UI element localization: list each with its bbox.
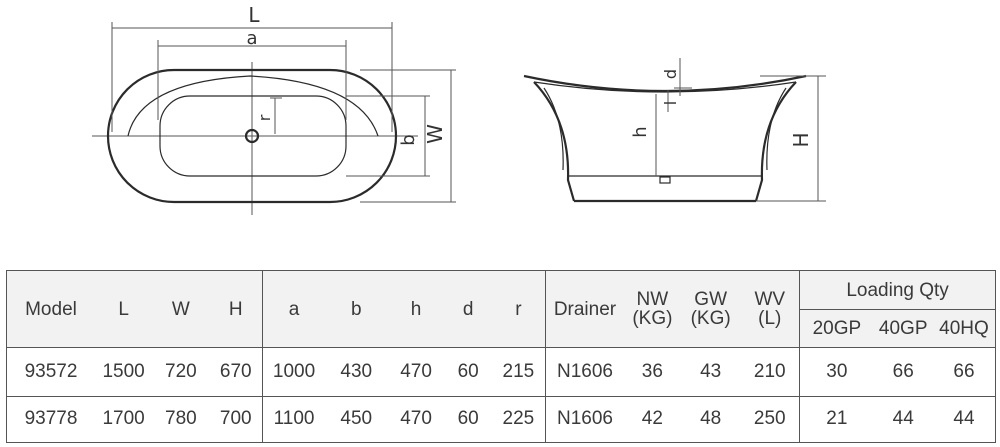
dim-label-d: d: [661, 69, 680, 79]
cell-r: 225: [491, 395, 546, 443]
dim-label-L: L: [248, 3, 260, 27]
table-row: 93778 1700 780 700 1100 450 470 60 225 N…: [6, 395, 996, 443]
header-wv-label: WV: [754, 289, 786, 311]
cell-H: 700: [209, 395, 263, 443]
dim-label-a: a: [246, 28, 257, 49]
header-nw: NW(KG): [623, 270, 681, 348]
cell-W: 780: [152, 395, 210, 443]
cell-L: 1700: [94, 395, 153, 443]
header-20gp: 20GP: [799, 309, 874, 348]
cell-wv: 210: [740, 347, 800, 397]
tub-inner-basin: [159, 95, 347, 177]
cell-40gp: 66: [873, 347, 933, 397]
cell-a: 1100: [262, 395, 326, 443]
header-wv-unit: (L): [758, 308, 782, 330]
drain-icon: [244, 128, 260, 144]
header-h: h: [387, 270, 445, 348]
dim-label-W: W: [423, 124, 447, 144]
cell-r: 215: [491, 347, 546, 397]
table-row: 93572 1500 720 670 1000 430 470 60 215 N…: [6, 347, 996, 397]
cell-drainer: N1606: [545, 347, 624, 397]
cell-a: 1000: [262, 347, 326, 397]
bathtub-technical-drawing: L a r b W: [92, 3, 826, 215]
tub-side-rim: [523, 74, 807, 93]
header-gw: GW(KG): [681, 270, 741, 348]
cell-gw: 48: [681, 395, 741, 443]
cell-h: 470: [387, 347, 445, 397]
header-gw-unit: (KG): [690, 308, 731, 330]
cell-20gp: 21: [799, 395, 874, 443]
table-subheader-row: 20GP 40GP 40HQ: [7, 309, 996, 348]
cell-W: 720: [152, 347, 210, 397]
cell-b: 430: [325, 347, 388, 397]
cell-40hq: 44: [932, 395, 996, 443]
dim-label-l: l: [661, 101, 680, 105]
header-H: H: [209, 270, 263, 348]
cell-model: 93572: [6, 347, 95, 397]
dim-label-H: H: [789, 132, 813, 147]
side-view: d l h H: [523, 58, 826, 203]
header-model: Model: [6, 270, 95, 348]
cell-L: 1500: [94, 347, 153, 397]
header-d: d: [444, 270, 492, 348]
cell-b: 450: [325, 395, 388, 443]
cell-drainer: N1606: [545, 395, 624, 443]
dim-label-h: h: [630, 126, 651, 137]
header-b: b: [325, 270, 388, 348]
cell-40gp: 44: [873, 395, 933, 443]
header-L: L: [94, 270, 153, 348]
tub-outer-rim: [106, 68, 398, 204]
cell-wv: 250: [740, 395, 800, 443]
header-wv: WV(L): [740, 270, 800, 348]
header-loading-qty: Loading Qty: [799, 270, 996, 311]
header-nw-unit: (KG): [632, 308, 673, 330]
header-nw-label: NW: [636, 289, 669, 311]
header-W: W: [152, 270, 210, 348]
cell-nw: 42: [623, 395, 681, 443]
cell-gw: 43: [681, 347, 741, 397]
cell-h: 470: [387, 395, 445, 443]
cell-d: 60: [444, 395, 492, 443]
specification-table: Model L W H a b h d r Drainer NW(KG) GW(…: [6, 270, 996, 443]
top-view: L a r b W: [92, 3, 456, 215]
cell-d: 60: [444, 347, 492, 397]
dim-label-b: b: [398, 134, 419, 145]
cell-H: 670: [209, 347, 263, 397]
header-r: r: [491, 270, 546, 348]
header-40gp: 40GP: [873, 309, 933, 348]
cell-nw: 36: [623, 347, 681, 397]
cell-40hq: 66: [932, 347, 996, 397]
header-gw-label: GW: [694, 289, 728, 311]
header-drainer: Drainer: [545, 270, 624, 348]
header-40hq: 40HQ: [932, 309, 996, 348]
table-header-row: Model L W H a b h d r Drainer NW(KG) GW(…: [6, 270, 996, 348]
header-a: a: [262, 270, 326, 348]
cell-model: 93778: [6, 395, 95, 443]
cell-20gp: 30: [799, 347, 874, 397]
dim-label-r: r: [255, 114, 274, 121]
